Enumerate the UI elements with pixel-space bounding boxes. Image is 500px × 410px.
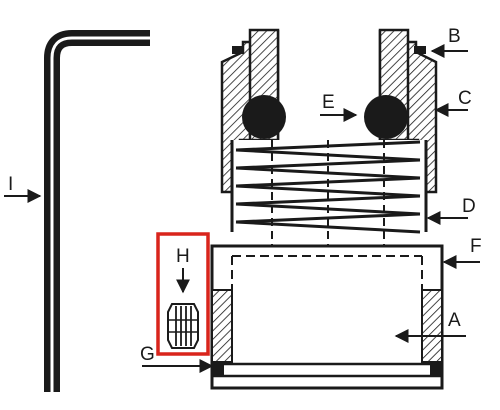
- set-screw-highlight: [156, 232, 210, 356]
- label-A: A: [448, 310, 461, 331]
- label-E: E: [322, 92, 335, 113]
- set-screw-icon: [167, 303, 199, 349]
- spring: [230, 140, 428, 252]
- label-D: D: [462, 196, 476, 217]
- leader-arrows: [4, 44, 480, 373]
- label-B: B: [448, 26, 461, 47]
- cap-body: [210, 244, 444, 390]
- label-I: I: [8, 174, 13, 195]
- label-F: F: [470, 236, 482, 257]
- label-G: G: [140, 344, 155, 365]
- o-ring: [242, 95, 408, 139]
- label-H: H: [176, 246, 190, 267]
- hex-key-icon: [44, 30, 150, 392]
- label-C: C: [458, 88, 472, 109]
